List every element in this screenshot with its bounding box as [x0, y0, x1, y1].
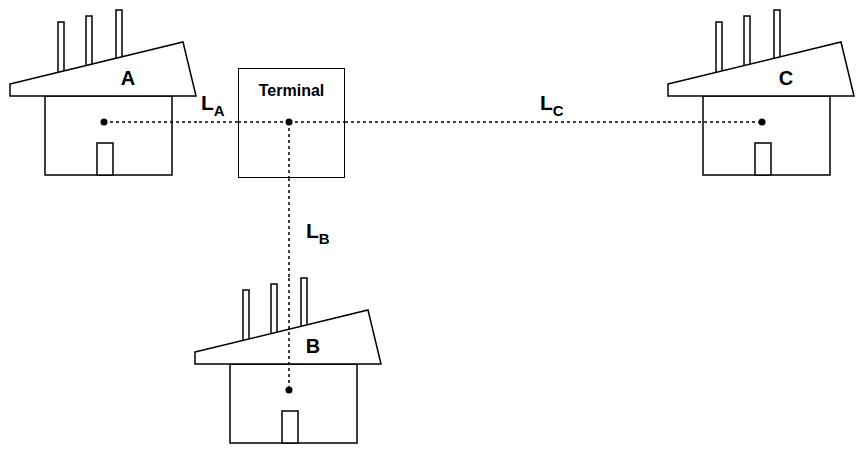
factory-house	[10, 10, 196, 175]
terminal-label: Terminal	[239, 69, 344, 100]
terminal-box: Terminal	[238, 68, 345, 178]
dashed-line	[345, 121, 668, 123]
connection-dot	[101, 119, 766, 394]
factory-house	[668, 10, 854, 175]
house-letter: B	[306, 335, 320, 358]
house-letter: C	[779, 67, 793, 90]
house-letter: A	[121, 67, 135, 90]
house-node: B	[195, 278, 382, 443]
house-node: C	[668, 10, 855, 175]
dashed-line	[197, 121, 238, 123]
line-length-label: LC	[540, 92, 564, 113]
house-node: A	[10, 10, 197, 175]
dashed-line	[288, 178, 290, 278]
line-length-label: LB	[306, 220, 330, 241]
line-length-label: LA	[201, 92, 225, 113]
inner-wire	[104, 122, 762, 390]
factory-house	[195, 278, 381, 443]
